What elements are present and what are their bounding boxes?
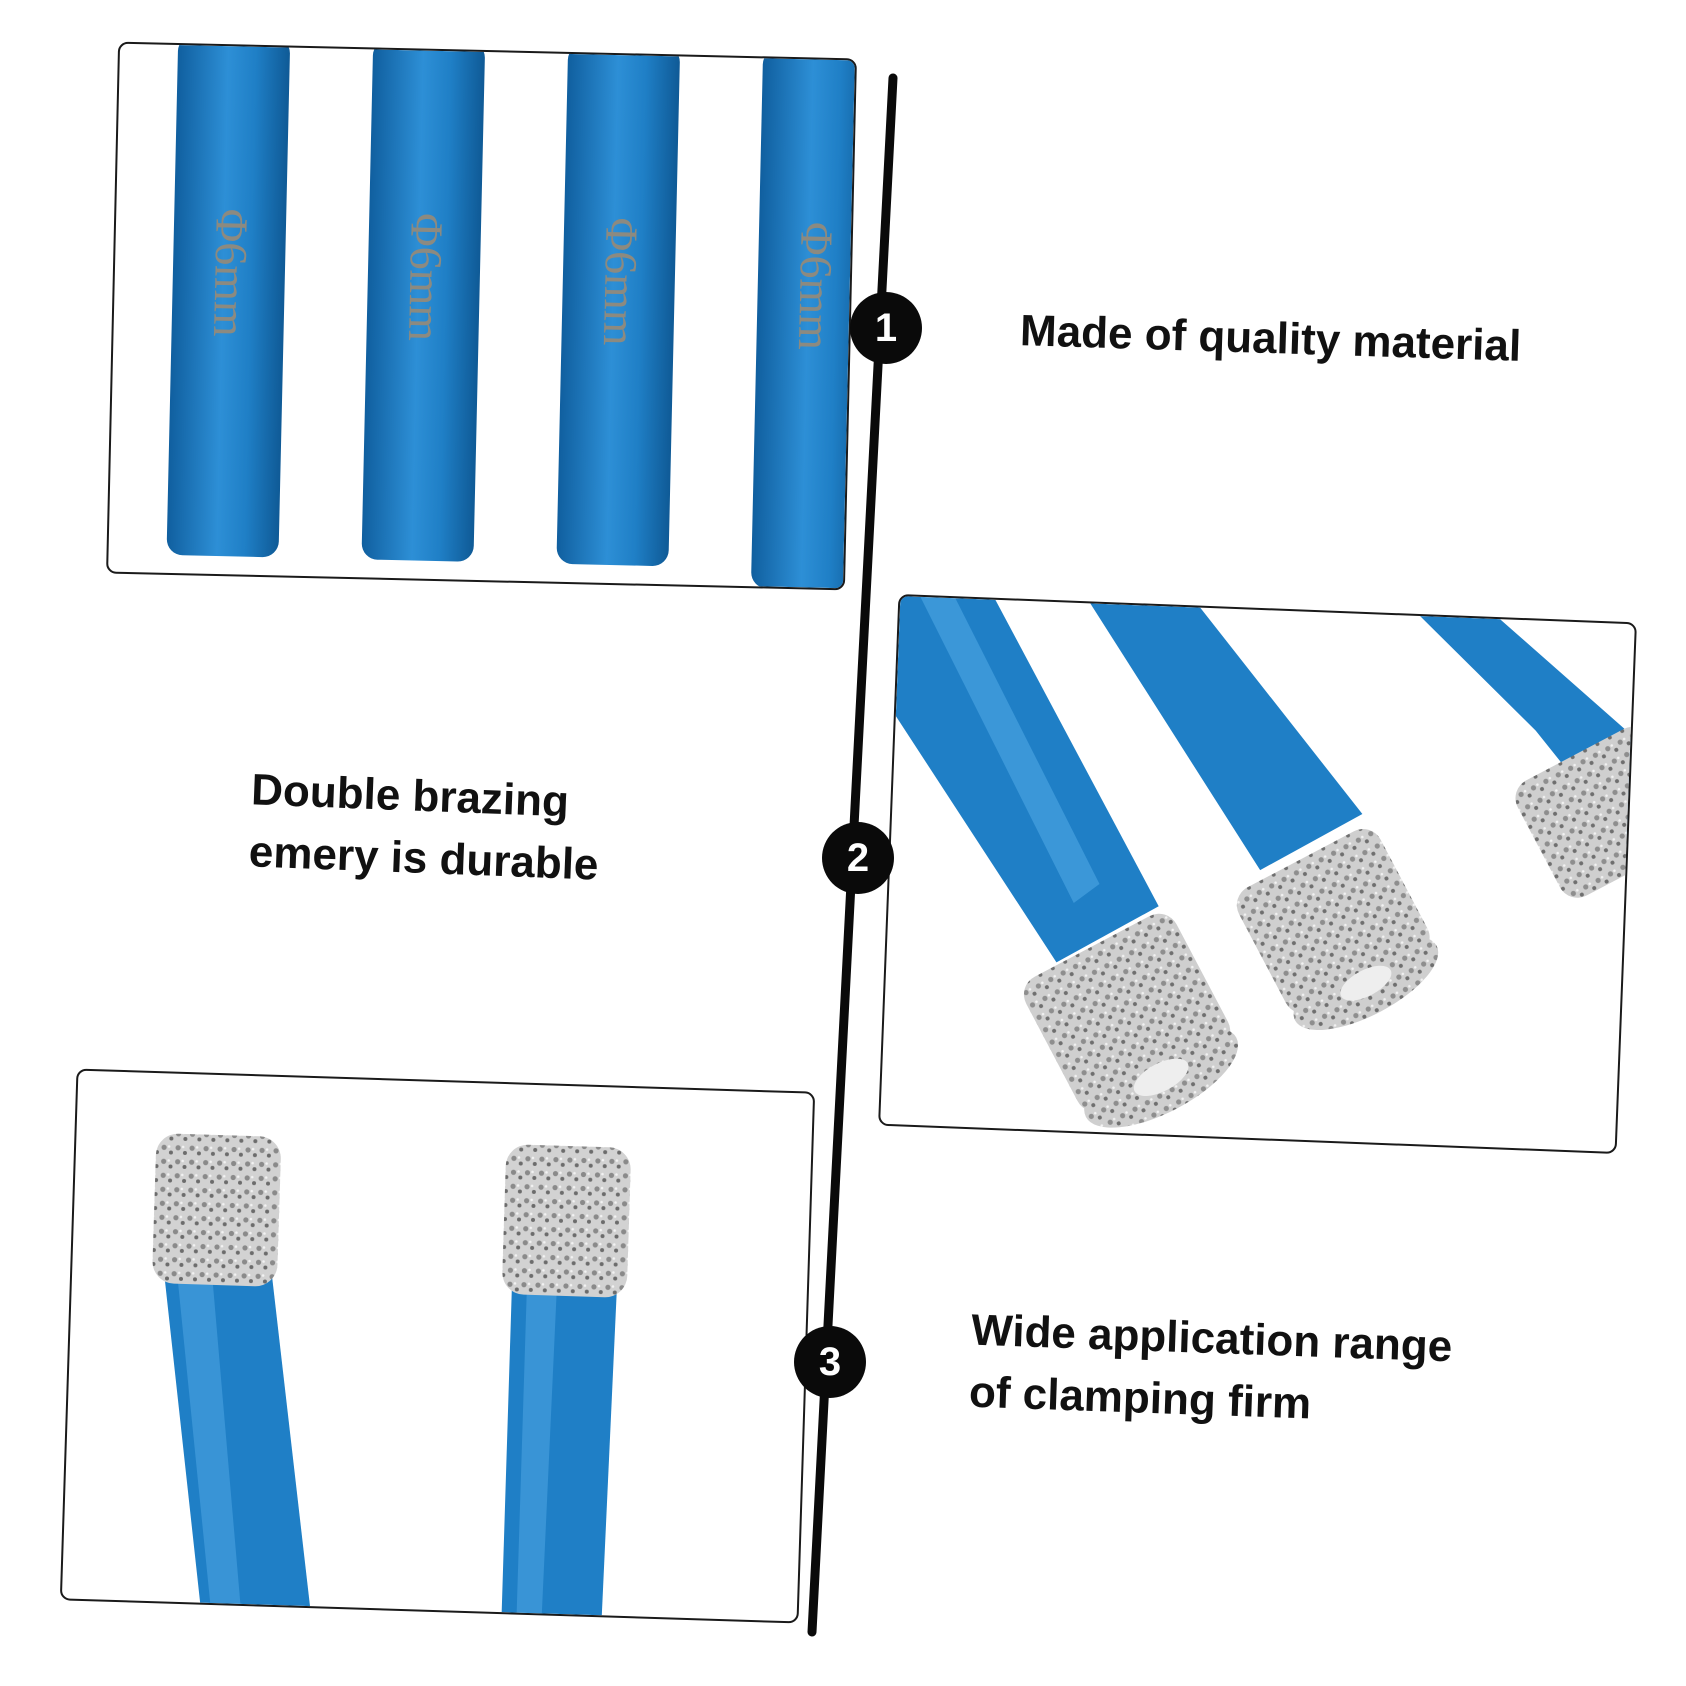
step-badge-3: 3 bbox=[794, 1326, 866, 1398]
drill-shank bbox=[751, 48, 855, 589]
drill-bit bbox=[152, 1133, 312, 1619]
drill-bit bbox=[1090, 603, 1439, 1030]
drill-bit bbox=[501, 1144, 631, 1622]
drill-shank bbox=[361, 43, 485, 562]
feature-caption-2: Double brazing emery is durable bbox=[248, 765, 600, 890]
emery-tip-photo bbox=[878, 594, 1637, 1154]
drill-bit bbox=[895, 596, 1239, 1128]
shank-marking: Φ6mm bbox=[593, 216, 648, 347]
shank-marking: Φ6mm bbox=[203, 208, 258, 338]
clamping-range-photo bbox=[59, 1068, 816, 1624]
step-badge-2: 2 bbox=[822, 822, 894, 894]
shank-marking: Φ6mm bbox=[398, 212, 453, 342]
shank-marking-photo: Φ6mm Φ6mm Φ6mm Φ6mm bbox=[106, 41, 857, 591]
feature-caption-3: Wide application range of clamping firm bbox=[968, 1305, 1454, 1429]
shank-marking: Φ6mm bbox=[788, 221, 843, 351]
drill-bit bbox=[1420, 616, 1635, 898]
step-badge-1: 1 bbox=[850, 292, 922, 364]
drill-shank bbox=[556, 44, 680, 566]
drill-shank bbox=[166, 43, 290, 558]
